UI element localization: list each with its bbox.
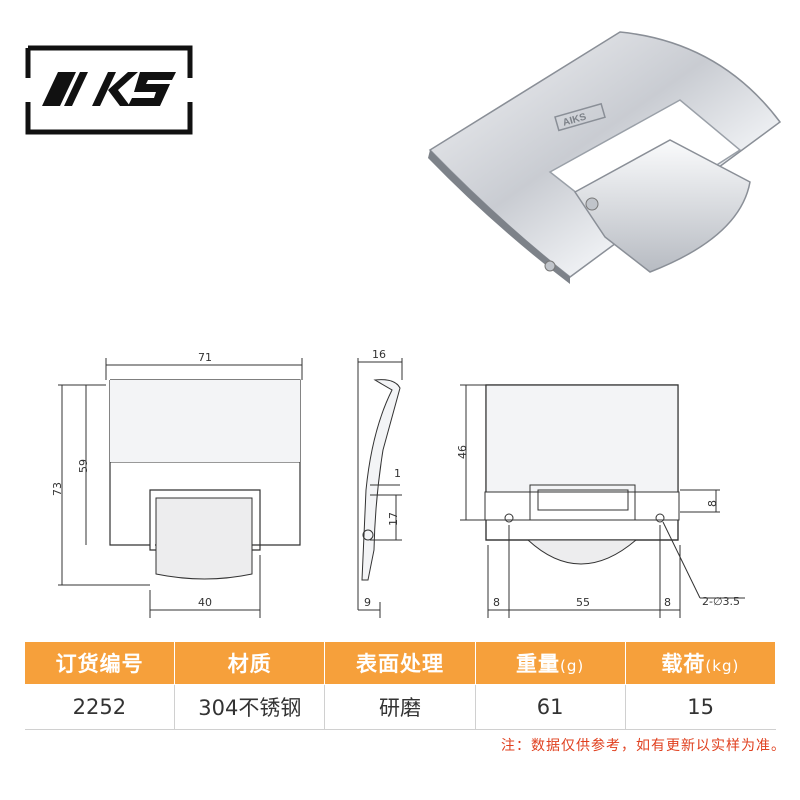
- dim-back-height: 46: [456, 445, 469, 459]
- header-material: 材质: [174, 641, 326, 685]
- spec-table: 订货编号 材质 表面处理 重量(g) 载荷(kg) 2252 304不锈钢 研磨…: [23, 641, 777, 730]
- cell-finish: 研磨: [324, 684, 476, 730]
- side-view: [357, 358, 403, 618]
- dim-front-width: 71: [198, 351, 212, 364]
- header-weight: 重量(g): [474, 641, 626, 685]
- dim-side-offset: 1: [394, 467, 401, 480]
- table-header-row: 订货编号 材质 表面处理 重量(g) 载荷(kg): [23, 641, 777, 685]
- dim-side-depth: 16: [372, 348, 386, 361]
- header-weight-unit: (g): [560, 657, 585, 675]
- cell-order-no: 2252: [24, 684, 176, 730]
- cell-weight: 61: [475, 684, 626, 730]
- header-finish: 表面处理: [324, 641, 476, 685]
- header-order-no: 订货编号: [23, 641, 176, 685]
- dim-back-left: 8: [493, 596, 500, 609]
- dim-side-pivot: 17: [387, 512, 400, 526]
- dim-back-right: 8: [664, 596, 671, 609]
- back-view: [460, 384, 745, 618]
- dim-front-height-plate: 59: [77, 459, 90, 473]
- dim-back-slot: 8: [706, 500, 719, 507]
- dim-front-height-total: 73: [51, 482, 64, 496]
- table-row: 2252 304不锈钢 研磨 61 15: [24, 684, 776, 730]
- product-image: AIKS: [420, 22, 790, 292]
- brand-logo: [24, 44, 194, 136]
- dim-back-holes: 2-∅3.5: [702, 595, 740, 608]
- dim-back-center: 55: [576, 596, 590, 609]
- technical-drawings: 71 73 59 40 16 1 17 9: [0, 340, 800, 620]
- dim-front-handle-width: 40: [198, 596, 212, 609]
- dim-side-base: 9: [364, 596, 371, 609]
- cell-material: 304不锈钢: [174, 684, 326, 730]
- header-load: 载荷(kg): [624, 641, 777, 685]
- disclaimer-note: 注：数据仅供参考，如有更新以实样为准。: [501, 738, 786, 754]
- cell-load: 15: [625, 684, 776, 730]
- front-view: [58, 358, 303, 618]
- header-load-unit: (kg): [705, 657, 740, 675]
